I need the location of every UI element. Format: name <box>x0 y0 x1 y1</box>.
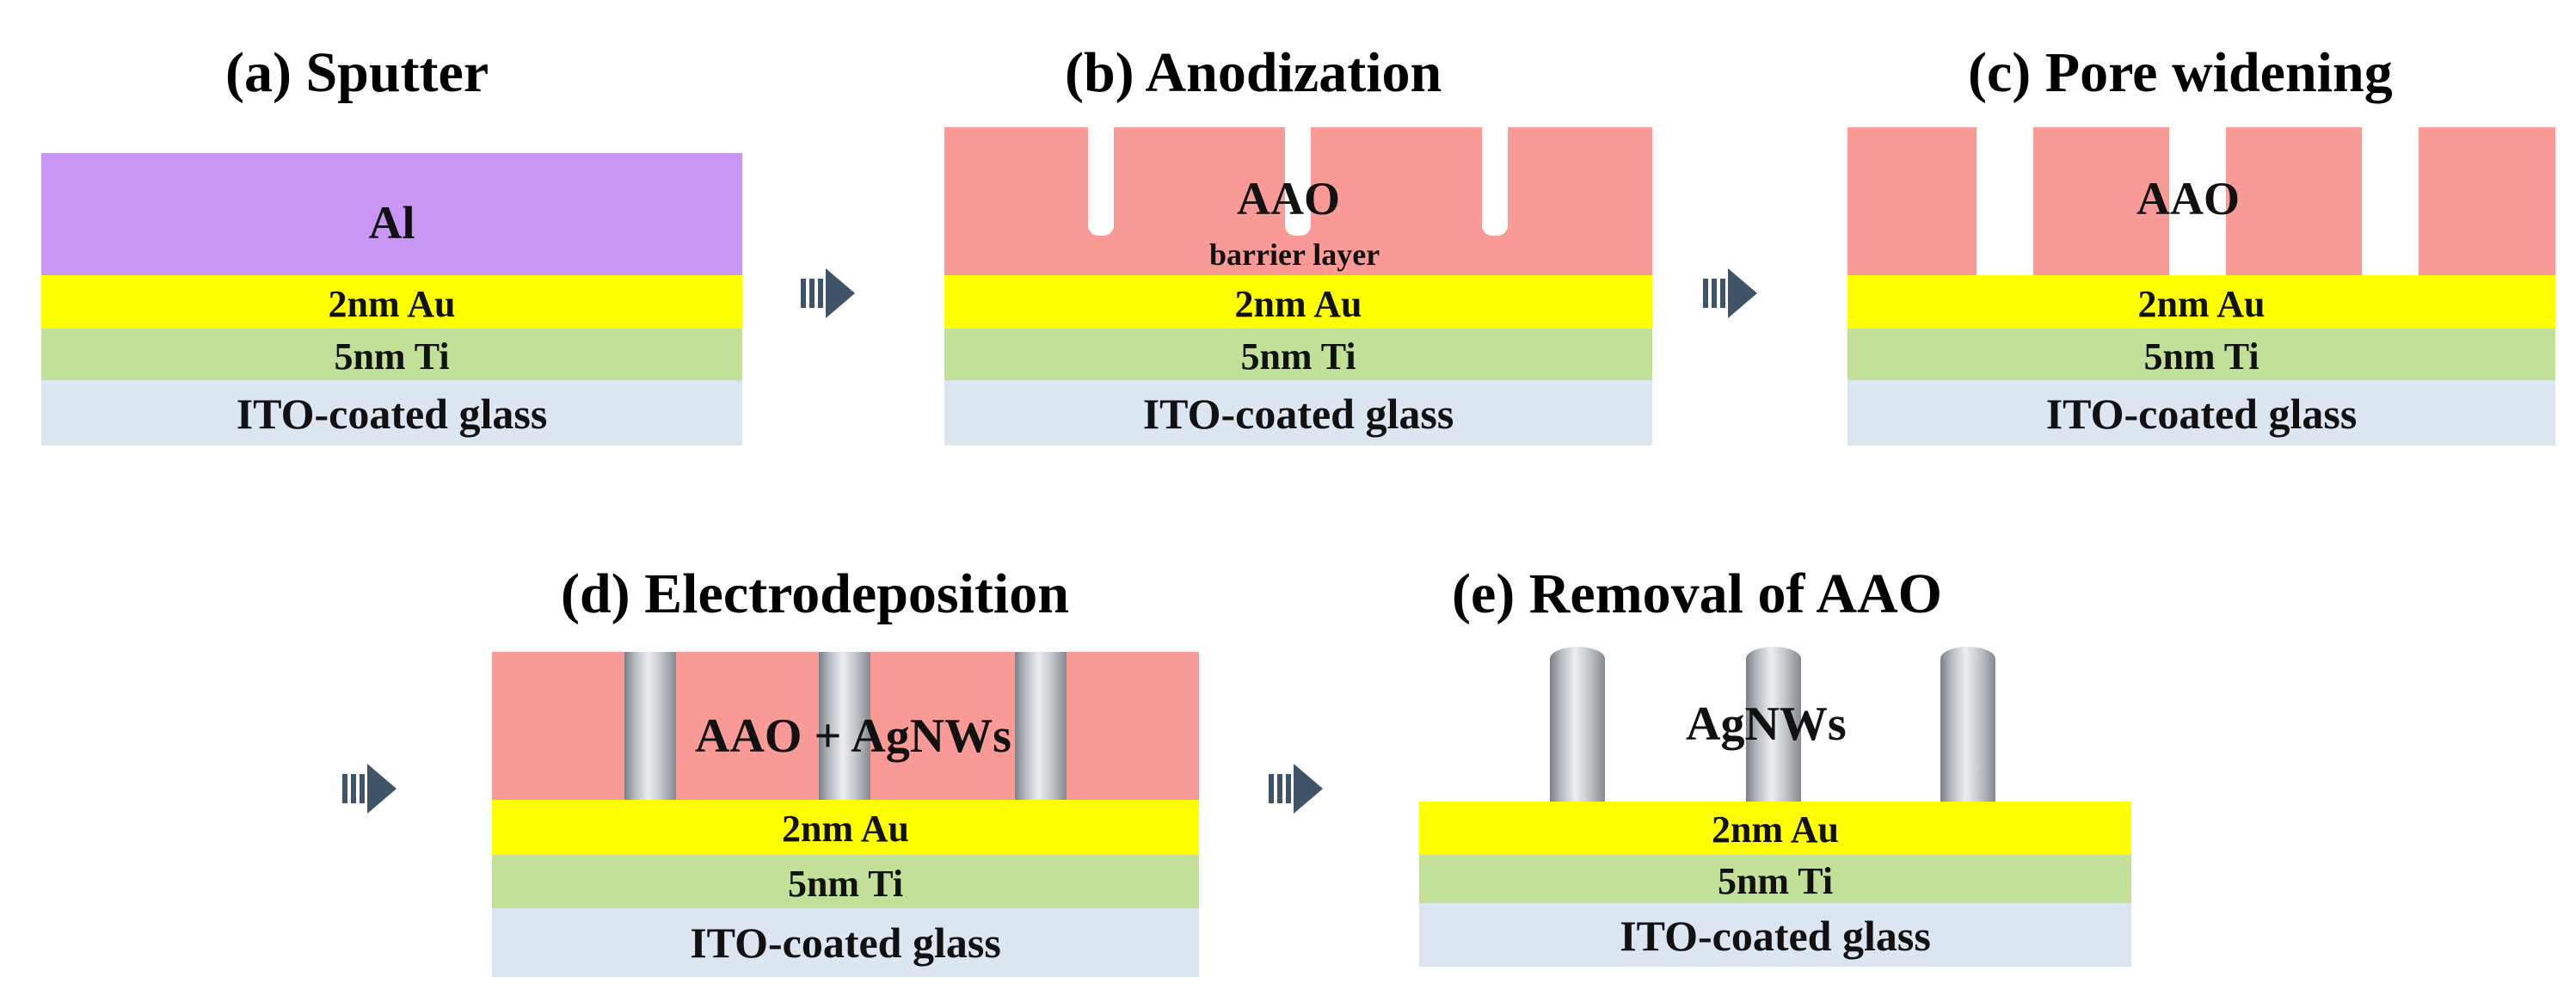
au-label: 2nm Au <box>328 283 456 325</box>
panel-title: (d) Electrodeposition <box>561 562 1069 625</box>
au-layer: 2nm Au <box>1419 802 2131 855</box>
process-arrow-icon <box>1700 263 1761 323</box>
silver-nanowire <box>1746 647 1801 802</box>
silver-nanowire <box>624 652 676 800</box>
pore <box>1482 127 1508 236</box>
silver-nanowire <box>1550 647 1605 802</box>
aao-layer: AAO barrier layer <box>944 127 1652 275</box>
pore <box>1977 127 2033 275</box>
ti-layer: 5nm Ti <box>1847 329 2555 380</box>
aao-label: AAO <box>2136 173 2240 224</box>
ito-label: ITO-coated glass <box>2045 390 2358 438</box>
au-layer: 2nm Au <box>1847 275 2555 329</box>
ti-label: 5nm Ti <box>2143 335 2259 378</box>
silver-nanowire <box>819 652 870 800</box>
agnws-label: AgNWs <box>1686 698 1847 751</box>
au-label: 2nm Au <box>2137 283 2266 325</box>
panel-title: (e) Removal of AAO <box>1452 562 1943 625</box>
layer-stack: AAO + AgNWs 2nm Au 5nm Ti ITO-coated gla… <box>492 652 1199 977</box>
panel-title: (c) Pore widening <box>1968 41 2393 104</box>
ito-layer: ITO-coated glass <box>1847 380 2555 446</box>
aao-layer: AAO <box>1847 127 2555 275</box>
process-arrow-icon <box>1266 759 1326 819</box>
pore <box>2169 127 2226 275</box>
au-layer: 2nm Au <box>492 800 1199 855</box>
au-label: 2nm Au <box>782 808 909 850</box>
silver-nanowire <box>1015 652 1067 800</box>
pore <box>1088 127 1114 236</box>
layer-stack: AAO 2nm Au 5nm Ti ITO-coated glass <box>1847 127 2555 446</box>
ti-label: 5nm Ti <box>1240 335 1356 378</box>
aao-label: AAO <box>1237 173 1340 224</box>
process-arrow-icon <box>798 263 858 323</box>
panel-title: (b) Anodization <box>1065 41 1442 104</box>
pore <box>1285 127 1311 236</box>
layer-stack: Al 2nm Au 5nm Ti ITO-coated glass <box>41 153 742 446</box>
ti-layer: 5nm Ti <box>492 855 1199 908</box>
pore <box>2362 127 2419 275</box>
al-layer: Al <box>41 153 742 275</box>
ito-label: ITO-coated glass <box>690 919 1001 967</box>
panel-title: (a) Sputter <box>225 41 489 104</box>
ti-layer: 5nm Ti <box>41 329 742 380</box>
ti-layer: 5nm Ti <box>1419 855 2131 903</box>
ti-label: 5nm Ti <box>787 863 904 905</box>
ito-label: ITO-coated glass <box>1620 912 1931 960</box>
au-label: 2nm Au <box>1234 283 1362 325</box>
silver-nanowire <box>1940 647 1995 802</box>
ti-layer: 5nm Ti <box>944 329 1652 380</box>
ito-layer: ITO-coated glass <box>944 380 1652 446</box>
aao-agnws-label: AAO + AgNWs <box>695 710 1011 763</box>
barrier-layer-label: barrier layer <box>1209 237 1380 272</box>
au-layer: 2nm Au <box>944 275 1652 329</box>
au-layer: 2nm Au <box>41 275 742 329</box>
au-label: 2nm Au <box>1712 808 1839 851</box>
process-arrow-icon <box>340 759 400 819</box>
ito-label: ITO-coated glass <box>1142 390 1454 438</box>
al-label: Al <box>368 197 415 249</box>
layer-stack: AAO barrier layer 2nm Au 5nm Ti ITO-coat… <box>944 127 1652 446</box>
ito-layer: ITO-coated glass <box>492 908 1199 977</box>
ti-label: 5nm Ti <box>1717 860 1834 902</box>
ito-label: ITO-coated glass <box>236 390 548 438</box>
ito-layer: ITO-coated glass <box>1419 903 2131 967</box>
ito-layer: ITO-coated glass <box>41 380 742 446</box>
ti-label: 5nm Ti <box>334 335 450 378</box>
layer-stack: AgNWs 2nm Au 5nm Ti ITO-coated glass <box>1419 647 2131 967</box>
